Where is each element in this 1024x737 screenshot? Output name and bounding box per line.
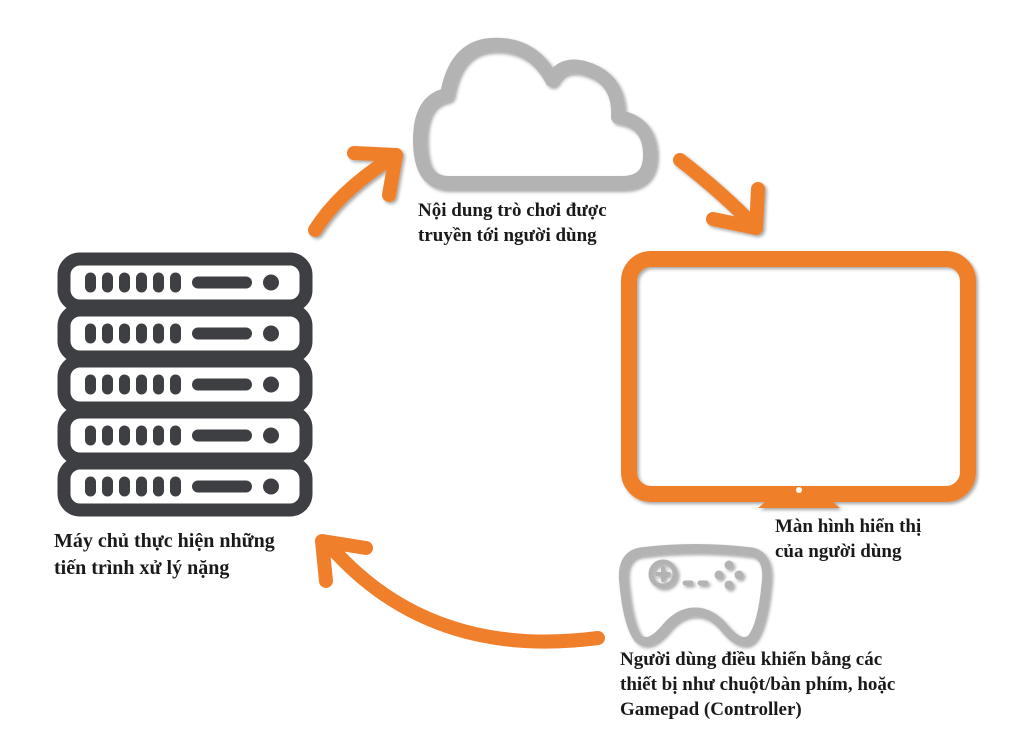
server-label-line: tiến trình xử lý nặng <box>54 557 230 579</box>
monitor-label-line: Màn hình hiển thị <box>775 516 922 537</box>
server-unit <box>57 456 313 517</box>
server-rack-icon <box>57 252 313 517</box>
cloud-label-line: Nội dung trò chơi được <box>418 200 607 221</box>
cloud-label-line: truyền tới người dùng <box>418 225 597 246</box>
server-unit <box>57 405 313 466</box>
monitor-icon <box>621 251 976 508</box>
cloud-label: Nội dung trò chơi được truyền tới người … <box>418 198 607 248</box>
gamepad-label: Người dùng điều khiển bằng các thiết bị … <box>620 647 895 722</box>
gamepad-label-line: thiết bị như chuột/bàn phím, hoặc <box>620 674 896 695</box>
monitor-label: Màn hình hiển thị của người dùng <box>775 514 921 564</box>
gamepad-icon <box>618 544 772 647</box>
cloud-icon <box>413 37 657 190</box>
arrow-up-right-icon <box>308 146 403 237</box>
server-unit <box>57 252 313 313</box>
server-unit <box>57 303 313 364</box>
arrow-down-right-icon <box>673 153 765 235</box>
gamepad-label-line: Người dùng điều khiển bằng các <box>620 649 883 670</box>
server-unit <box>57 354 313 415</box>
gamepad-label-line: Gamepad (Controller) <box>620 699 802 720</box>
monitor-label-line: của người dùng <box>775 541 902 562</box>
server-label: Máy chủ thực hiện những tiến trình xử lý… <box>54 528 275 582</box>
server-label-line: Máy chủ thực hiện những <box>54 530 275 552</box>
curved-arrow-left-icon <box>315 534 605 649</box>
